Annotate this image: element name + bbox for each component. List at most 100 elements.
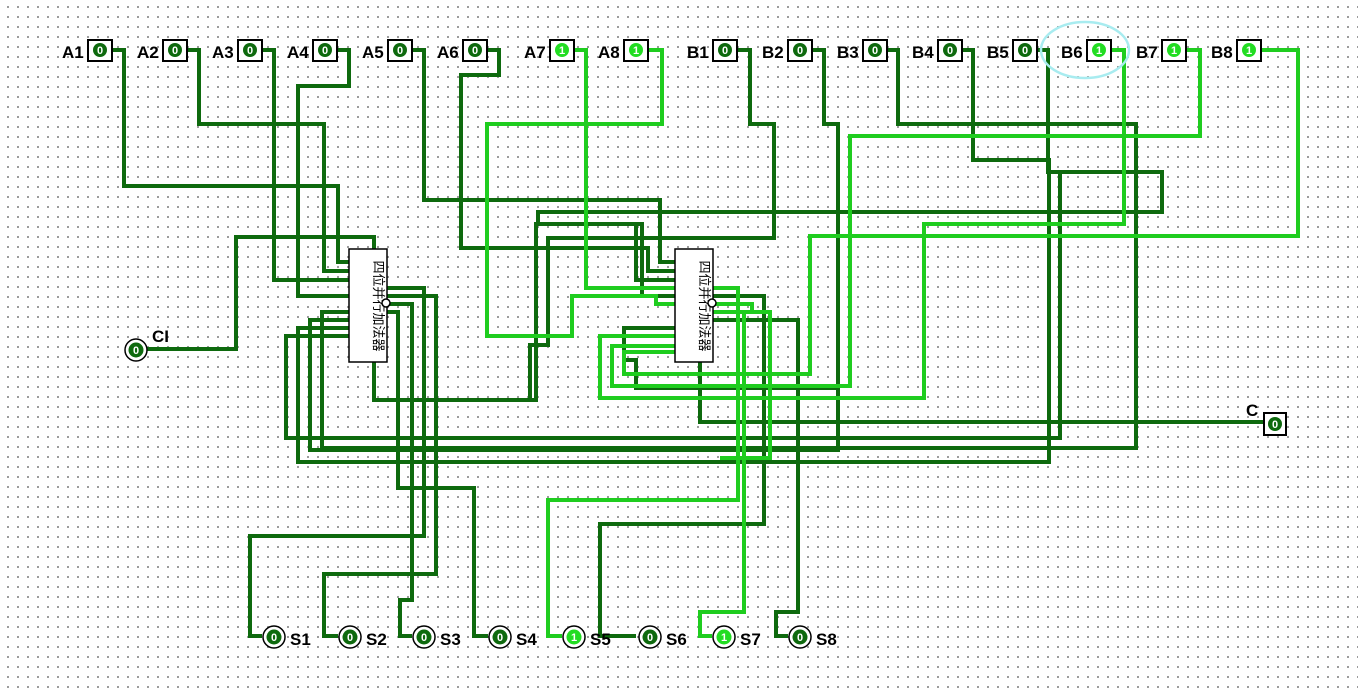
pin-b3-label: B3 (837, 43, 859, 62)
pin-a6[interactable]: A6 0 (437, 39, 488, 62)
pin-b6-led (1092, 43, 1106, 57)
pin-b3-led (868, 43, 882, 57)
wire-b2 (308, 48, 840, 452)
wire-carry-out (698, 360, 1264, 424)
wire-ci (146, 235, 376, 351)
pin-b7[interactable]: B7 1 (1136, 39, 1187, 62)
wire-s7 (698, 302, 754, 638)
pin-b6[interactable]: B6 1 (1039, 20, 1131, 80)
pin-b4-label: B4 (912, 43, 934, 62)
pin-a7[interactable]: A7 1 (524, 39, 575, 62)
pin-s8-led (792, 629, 808, 645)
pin-b5[interactable]: B5 0 (987, 39, 1038, 62)
pin-b8-led (1242, 43, 1256, 57)
pin-c-led (1268, 417, 1282, 431)
wire-b5-return (284, 172, 1062, 440)
pin-a7-led (555, 43, 569, 57)
pin-b2-led (793, 43, 807, 57)
pin-a1[interactable]: A1 0 (62, 39, 113, 62)
pin-a8-value: 1 (633, 45, 639, 57)
pin-s2: 0 S2 (338, 625, 387, 649)
pin-a3[interactable]: A3 0 (212, 39, 263, 62)
pin-a8-led (629, 43, 643, 57)
pin-a6-value: 0 (472, 45, 478, 57)
pin-a7-value: 1 (559, 45, 565, 57)
pin-s1-led (266, 629, 282, 645)
pin-s6-led (642, 629, 658, 645)
pin-a8[interactable]: A8 1 (598, 39, 649, 62)
pin-a4[interactable]: A4 0 (287, 39, 338, 62)
wire-a6 (459, 48, 676, 273)
pin-a2-value: 0 (172, 45, 178, 57)
adder-low[interactable]: 四位并行加法器 (348, 248, 391, 363)
pin-b5-value: 0 (1022, 45, 1028, 57)
adder-high-body[interactable] (674, 248, 714, 363)
wire-s4 (386, 310, 488, 638)
pin-b4[interactable]: B4 0 (912, 39, 963, 62)
pin-a2[interactable]: A2 0 (137, 39, 188, 62)
pin-b2-value: 0 (797, 45, 803, 57)
pin-s4-value: 0 (497, 632, 503, 644)
pin-b6-label: B6 (1061, 43, 1083, 62)
pin-s4: 0 S4 (488, 625, 537, 649)
adder-high[interactable]: 四位并行加法器 (674, 248, 717, 363)
pin-c-label: C (1246, 401, 1258, 420)
wire-a5 (412, 48, 676, 264)
pin-b8-value: 1 (1246, 45, 1252, 57)
pin-s4-led (492, 629, 508, 645)
pin-a7-label: A7 (524, 43, 546, 62)
pin-s1-label: S1 (290, 630, 311, 649)
pin-ci-value: 0 (133, 345, 139, 357)
pin-ci-led (128, 342, 144, 358)
pin-s6-value: 0 (647, 632, 653, 644)
pin-s3-label: S3 (440, 630, 461, 649)
pin-a3-value: 0 (247, 45, 253, 57)
pin-s7: 1 S7 (712, 625, 761, 649)
pin-s4-label: S4 (516, 630, 537, 649)
wire-s8 (712, 318, 800, 638)
pin-b5-led (1018, 43, 1032, 57)
pin-b2[interactable]: B2 0 (762, 39, 813, 62)
pin-a6-led (468, 43, 482, 57)
wire-s5-branch (712, 310, 772, 460)
pin-s3-value: 0 (421, 632, 427, 644)
wire-a4 (296, 48, 351, 298)
adder-high-output-bubble (707, 298, 717, 308)
pin-a4-value: 0 (322, 45, 328, 57)
wire-a8 (485, 48, 676, 338)
pin-s7-label: S7 (740, 630, 761, 649)
wire-b8 (622, 48, 1300, 376)
pin-a5[interactable]: A5 0 (362, 39, 413, 62)
pin-b7-label: B7 (1136, 43, 1158, 62)
pin-b5-label: B5 (987, 43, 1009, 62)
pin-b8-label: B8 (1211, 43, 1233, 62)
pin-b3[interactable]: B3 0 (837, 39, 888, 62)
wire-s6 (598, 294, 766, 638)
pin-b3-value: 0 (872, 45, 878, 57)
adder-high-label: 四位并行加法器 (696, 260, 711, 351)
pin-b1[interactable]: B1 0 (687, 39, 738, 62)
pin-b2-label: B2 (762, 43, 784, 62)
pin-s8-value: 0 (797, 632, 803, 644)
wire-s3 (386, 302, 414, 638)
pin-s7-led (716, 629, 732, 645)
pin-a4-led (318, 43, 332, 57)
pin-s6-label: S6 (666, 630, 687, 649)
wire-a7 (574, 48, 676, 290)
pin-s2-label: S2 (366, 630, 387, 649)
input-pins: A1 0 A2 0 A3 0 A4 0 A5 (62, 20, 1262, 80)
pin-b1-value: 0 (722, 45, 728, 57)
pin-c-value: 0 (1272, 419, 1278, 431)
pin-b7-led (1167, 43, 1181, 57)
pin-ci[interactable]: 0 CI (124, 327, 169, 362)
pin-a2-label: A2 (137, 43, 159, 62)
wire-b4 (296, 48, 1051, 464)
pin-s1-value: 0 (271, 632, 277, 644)
pin-b8[interactable]: B8 1 (1211, 39, 1262, 62)
pin-a6-label: A6 (437, 43, 459, 62)
pin-s5-label: S5 (590, 630, 611, 649)
wire-b7 (610, 48, 1202, 388)
pin-a5-led (393, 43, 407, 57)
wire-a1 (112, 48, 350, 264)
